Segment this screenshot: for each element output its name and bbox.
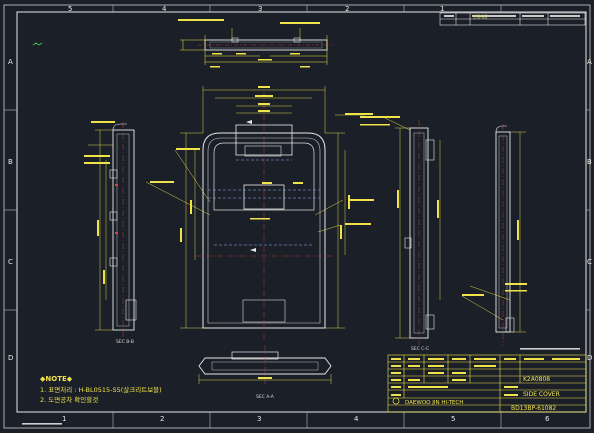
zone-bottom-4: 4 [354, 415, 359, 423]
far-right-side-view [461, 124, 527, 345]
inner-frame [16, 11, 587, 413]
zone-top-1: 1 [440, 5, 444, 13]
zone-right-A: A [587, 58, 592, 66]
bottom-section-view [198, 345, 332, 385]
part-name: SIDE COVER [523, 391, 560, 398]
notes-line-2: 2. 도면공차 확인할것 [40, 395, 98, 404]
zone-bottom-5: 5 [451, 415, 455, 423]
zone-top-4: 4 [162, 5, 167, 13]
zone-bottom-1: 1 [62, 415, 66, 423]
section-label-bottom: SEC A-A [256, 394, 275, 400]
revision-header: 변경내용 [473, 13, 488, 19]
title-block-footer-text [520, 348, 580, 350]
title-block [387, 354, 587, 413]
zone-left-D: D [8, 354, 13, 362]
section-label-right: SEC C-C [411, 346, 429, 352]
zone-right-B: B [587, 158, 592, 166]
zone-bottom-2: 2 [160, 415, 164, 423]
revision-table [439, 12, 586, 26]
origin-mark [32, 42, 43, 46]
right-side-view [360, 116, 441, 345]
zone-right-D: D [587, 354, 592, 362]
left-side-view [84, 121, 137, 340]
zone-top-2: 2 [345, 5, 349, 13]
zone-right-C: C [587, 258, 592, 266]
notes-line-1: 1. 표면처리 : H-BL0515-S5(살크리트보블) [40, 385, 162, 394]
zone-left-B: B [8, 158, 13, 166]
company-logo [392, 397, 400, 405]
top-view [178, 19, 334, 68]
notes-block: ◆NOTE◆ 1. 표면처리 : H-BL0515-S5(살크리트보블) 2. … [40, 375, 162, 404]
zone-bottom-6: 6 [545, 415, 550, 423]
part-number: K2A0808 [523, 376, 550, 383]
sheet-footer-text [22, 423, 62, 425]
drawing-number: BD13BP-61082 [511, 405, 556, 412]
outer-frame [3, 4, 591, 429]
zone-bottom-3: 3 [257, 415, 261, 423]
section-label-left: SEC B-B [116, 339, 134, 345]
zone-top-5: 5 [68, 5, 72, 13]
zone-left-A: A [8, 58, 13, 66]
zone-left-C: C [8, 258, 13, 266]
front-view [145, 86, 374, 340]
notes-title: ◆NOTE◆ [40, 375, 73, 383]
company-name: DAEWOO JIN HI-TECH [405, 400, 463, 406]
zone-top-3: 3 [258, 5, 262, 13]
